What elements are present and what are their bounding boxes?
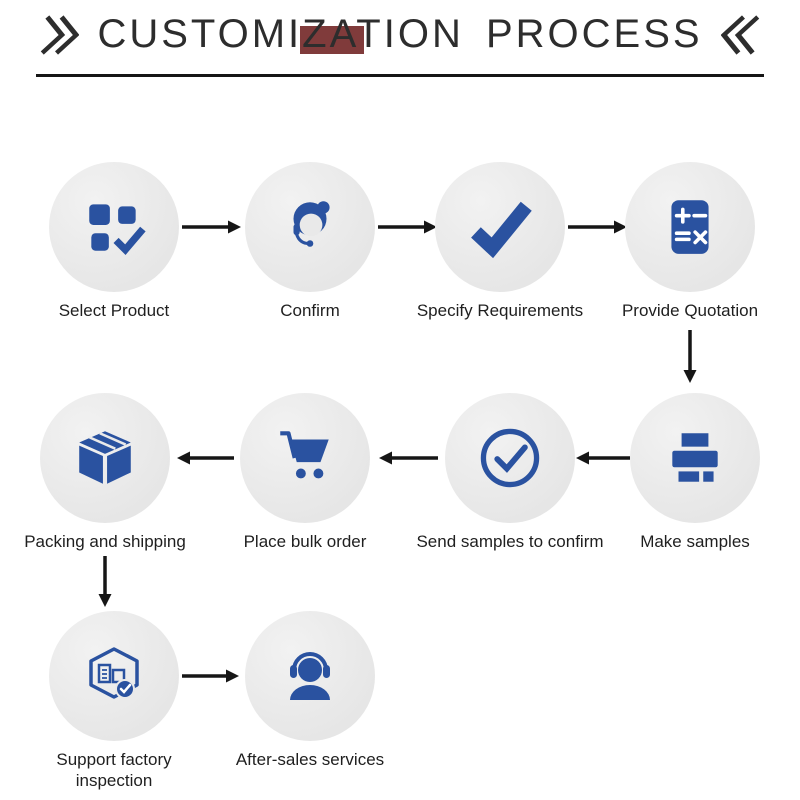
arrow-right-icon xyxy=(568,219,628,235)
step-circle xyxy=(40,393,170,523)
step-circle xyxy=(49,611,179,741)
step-label: Specify Requirements xyxy=(416,301,584,320)
step-provide-quotation: Provide Quotation xyxy=(622,162,758,320)
arrow-right-icon xyxy=(182,668,240,684)
title-row: CUSTOMIZATION PROCESS xyxy=(0,12,800,57)
step-circle xyxy=(245,162,375,292)
step-label: Provide Quotation xyxy=(621,301,759,320)
arrow-left-icon xyxy=(378,450,438,466)
step-make-samples: Make samples xyxy=(630,393,760,551)
title-underline xyxy=(36,74,764,77)
circle-check-icon xyxy=(480,428,540,488)
arrow-left-icon xyxy=(576,450,630,466)
customer-service-icon xyxy=(293,201,330,247)
page-title: CUSTOMIZATION PROCESS xyxy=(97,12,703,56)
step-label: Support factory inspection xyxy=(56,750,172,791)
step-label: After-sales services xyxy=(235,750,385,769)
right-double-chevron-icon xyxy=(41,14,80,55)
arrow-left-icon xyxy=(176,450,234,466)
step-label: Place bulk order xyxy=(243,532,367,551)
headset-person-icon xyxy=(290,652,330,700)
step-circle xyxy=(435,162,565,292)
arrow-right-icon xyxy=(182,219,242,235)
step-circle xyxy=(245,611,375,741)
step-circle xyxy=(49,162,179,292)
package-box-icon xyxy=(79,431,131,484)
step-specify-requirements: Specify Requirements xyxy=(417,162,583,320)
arrow-down-icon xyxy=(97,556,113,608)
step-packing-and-shipping: Packing and shipping xyxy=(24,393,186,551)
step-label: Make samples xyxy=(640,532,750,551)
step-circle xyxy=(445,393,575,523)
step-label: Confirm xyxy=(280,301,340,320)
left-double-chevron-icon xyxy=(720,14,759,55)
step-circle xyxy=(625,162,755,292)
step-support-factory-inspection: Support factory inspection xyxy=(49,611,179,790)
calculator-icon xyxy=(671,200,709,254)
step-place-bulk-order: Place bulk order xyxy=(240,393,370,551)
step-confirm: Confirm xyxy=(245,162,375,320)
step-label: Packing and shipping xyxy=(24,532,186,551)
step-label: Send samples to confirm xyxy=(416,532,604,551)
product-grid-check-icon xyxy=(89,204,146,256)
arrow-right-icon xyxy=(378,219,438,235)
step-send-samples-to-confirm: Send samples to confirm xyxy=(416,393,604,551)
printer-icon xyxy=(672,433,718,482)
step-circle xyxy=(240,393,370,523)
checkmark-icon xyxy=(471,201,532,259)
arrow-down-icon xyxy=(682,330,698,384)
step-select-product: Select Product xyxy=(49,162,179,320)
factory-inspection-icon xyxy=(89,647,139,699)
shopping-cart-icon xyxy=(280,431,329,479)
step-circle xyxy=(630,393,760,523)
step-label: Select Product xyxy=(58,301,170,320)
step-after-sales-services: After-sales services xyxy=(236,611,384,769)
title-red-highlight-artifact xyxy=(300,26,364,54)
